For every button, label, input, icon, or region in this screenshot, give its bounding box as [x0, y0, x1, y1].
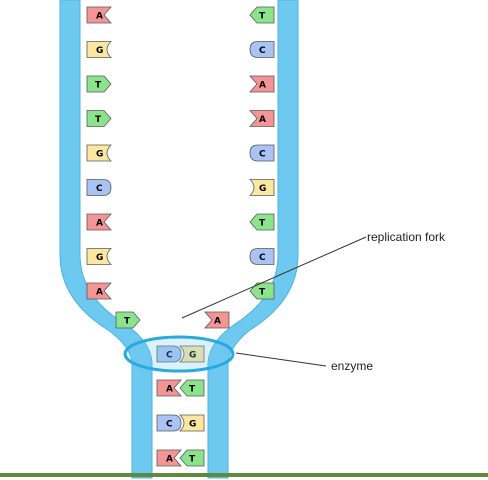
enzyme-ring: [123, 335, 235, 373]
ground-line: [0, 473, 488, 477]
base-letter: A: [259, 81, 266, 91]
replication-fork-pointer: [181, 236, 367, 319]
base-shape-t: [249, 213, 275, 231]
base-pair-2-right: T: [179, 449, 205, 467]
base-shape-g: [249, 179, 275, 196]
base-letter: A: [259, 115, 266, 125]
right-strand-base-2: A: [249, 75, 275, 93]
bases-layer: A G T T G C A G A T C A A C G T C T T A C G A T C G A T: [86, 6, 275, 467]
base-letter: C: [259, 150, 266, 160]
enzyme-label: enzyme: [331, 359, 373, 373]
right-strand-base-5: G: [249, 179, 275, 196]
base-letter: C: [259, 253, 266, 263]
base-shape-t: [179, 449, 205, 467]
base-letter: A: [214, 317, 221, 327]
base-letter: G: [96, 150, 103, 160]
right-strand-base-6: T: [249, 213, 275, 231]
base-shape-a: [249, 75, 275, 93]
base-letter: T: [259, 12, 266, 22]
base-pair-1-left: C: [156, 414, 182, 432]
base-letter: T: [259, 288, 266, 298]
base-shape-g: [86, 248, 112, 265]
base-letter: C: [259, 46, 266, 56]
base-shape-g: [179, 345, 205, 363]
fork-base-left: T: [115, 311, 141, 329]
base-letter: A: [166, 385, 173, 395]
replication-fork-label: replication fork: [367, 230, 446, 244]
base-shape-t: [86, 110, 112, 127]
base-letter: C: [166, 351, 173, 361]
base-letter: C: [96, 184, 103, 194]
right-strand-base-0: T: [249, 6, 275, 24]
base-shape-c: [86, 179, 112, 196]
base-letter: G: [189, 351, 196, 361]
base-letter: A: [96, 288, 103, 298]
base-letter: T: [259, 219, 266, 229]
base-shape-t: [86, 75, 112, 93]
left-strand-base-6: A: [86, 213, 112, 231]
base-letter: T: [189, 385, 196, 395]
left-strand-base-1: G: [86, 41, 112, 58]
base-letter: G: [96, 46, 103, 56]
base-shape-c: [249, 248, 275, 265]
base-shape-a: [86, 282, 112, 300]
right-strand-base-4: C: [249, 144, 275, 162]
base-letter: T: [95, 81, 102, 91]
base-shape-g: [179, 414, 205, 432]
base-letter: A: [96, 219, 103, 229]
base-letter: T: [95, 115, 102, 125]
right-strand-base-7: C: [249, 248, 275, 265]
fork-base-right: A: [204, 311, 230, 329]
right-strand-base-8: T: [249, 282, 275, 300]
base-letter: T: [189, 455, 196, 465]
left-strand-base-7: G: [86, 248, 112, 265]
base-shape-a: [156, 379, 182, 397]
base-letter: A: [166, 455, 173, 465]
base-letter: G: [259, 184, 266, 194]
base-shape-t: [179, 379, 205, 397]
enzyme-base-pair-right: G: [179, 345, 205, 363]
base-shape-a: [156, 449, 182, 467]
base-letter: G: [96, 253, 103, 263]
base-pair-0-left: A: [156, 379, 182, 397]
base-shape-c: [249, 41, 275, 58]
base-shape-t: [249, 282, 275, 300]
left-strand-base-8: A: [86, 282, 112, 300]
left-strand-base-2: T: [86, 75, 112, 93]
base-shape-a: [86, 213, 112, 231]
base-letter: T: [124, 317, 131, 327]
right-strand-base-3: A: [249, 110, 275, 127]
enzyme-base-pair-left: C: [156, 345, 182, 363]
base-shape-a: [86, 6, 112, 24]
left-strand-base-3: T: [86, 110, 112, 127]
base-shape-a: [204, 311, 230, 329]
base-shape-t: [115, 311, 141, 329]
base-letter: A: [96, 12, 103, 22]
base-shape-c: [156, 345, 182, 363]
base-shape-t: [249, 6, 275, 24]
base-pair-0-right: T: [179, 379, 205, 397]
left-strand-base-4: G: [86, 144, 112, 162]
base-shape-c: [156, 414, 182, 432]
base-letter: C: [166, 420, 173, 430]
base-shape-c: [249, 144, 275, 162]
right-strand-base-1: C: [249, 41, 275, 58]
base-shape-a: [249, 110, 275, 127]
base-pair-1-right: G: [179, 414, 205, 432]
base-shape-g: [86, 144, 112, 162]
base-shape-g: [86, 41, 112, 58]
dna-backbone: [59, 0, 299, 479]
left-strand-base-5: C: [86, 179, 112, 196]
base-letter: G: [189, 420, 196, 430]
enzyme-pointer: [235, 352, 327, 367]
left-strand-base-0: A: [86, 6, 112, 24]
base-pair-2-left: A: [156, 449, 182, 467]
